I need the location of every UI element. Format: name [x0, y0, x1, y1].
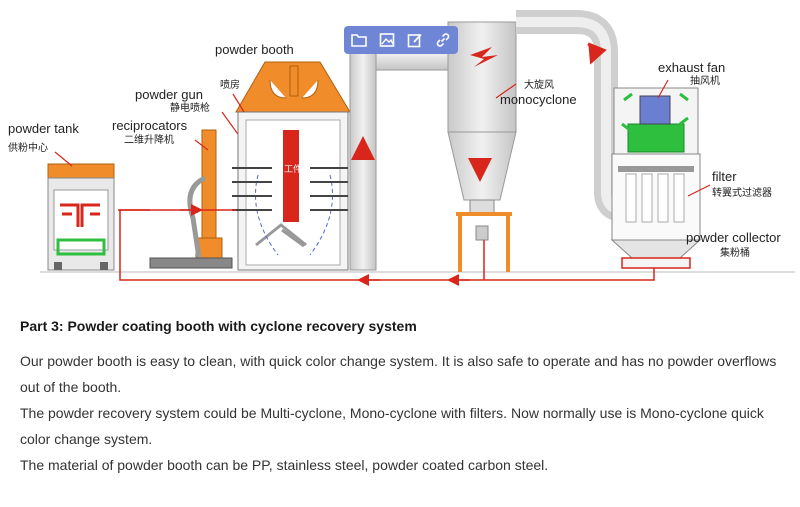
duct-cyclone-to-filter [516, 10, 625, 222]
edit-icon [407, 33, 422, 48]
label-monocyclone: monocyclone [500, 92, 577, 107]
reciprocator [149, 129, 233, 269]
filter-unit [610, 87, 702, 269]
link-button[interactable] [434, 31, 452, 49]
paragraph-3: The material of powder booth can be PP, … [20, 457, 549, 473]
pointer-filter [687, 184, 711, 197]
label-powder-tank-cn: 供粉中心 [8, 141, 48, 154]
image-button[interactable] [378, 31, 396, 49]
label-exhaust-fan: exhaust fan [658, 60, 725, 75]
edit-button[interactable] [406, 31, 424, 49]
label-powder-gun: powder gun [135, 87, 203, 102]
powder-booth: 工件 [232, 61, 351, 271]
label-reciprocators-cn: 二维升降机 [124, 133, 174, 146]
label-powder-booth-cn: 喷房 [220, 78, 240, 91]
powder-tank [47, 163, 115, 271]
section-title: Part 3: Powder coating booth with cyclon… [20, 318, 417, 334]
label-reciprocators: reciprocators [112, 118, 188, 133]
pointer-monocyclone [495, 83, 517, 99]
pointer-exhaust-fan [657, 79, 669, 99]
paragraph-1: Our powder booth is easy to clean, with … [20, 353, 777, 395]
image-toolbar [344, 26, 458, 54]
label-powder-collector-cn: 集粉桶 [720, 246, 750, 259]
pointer-powder-booth [232, 93, 245, 113]
label-filter-cn: 转翼式过滤器 [712, 186, 772, 199]
label-monocyclone-cn: 大旋风 [524, 78, 554, 91]
workpiece-label: 工件 [284, 163, 302, 175]
link-icon [436, 33, 450, 47]
description-section: Part 3: Powder coating booth with cyclon… [20, 318, 780, 478]
label-powder-booth: powder booth [215, 42, 294, 57]
label-powder-tank: powder tank [8, 121, 79, 136]
duct-booth-to-cyclone [349, 35, 463, 271]
label-powder-gun-cn: 静电喷枪 [170, 101, 210, 114]
pointer-powder-tank [54, 151, 73, 167]
paragraph-2: The powder recovery system could be Mult… [20, 405, 764, 447]
label-filter: filter [712, 169, 737, 184]
powder-coating-system-diagram: powder tank 供粉中心 reciprocators 二维升降机 pow… [8, 10, 795, 286]
folder-button[interactable] [350, 31, 368, 49]
image-icon [379, 33, 395, 47]
label-exhaust-fan-cn: 抽风机 [690, 74, 720, 87]
label-powder-collector: powder collector [686, 230, 781, 245]
folder-icon [351, 34, 367, 47]
pointer-reciprocators [194, 139, 209, 151]
powder-return-line [118, 204, 655, 286]
monocyclone [447, 21, 517, 272]
